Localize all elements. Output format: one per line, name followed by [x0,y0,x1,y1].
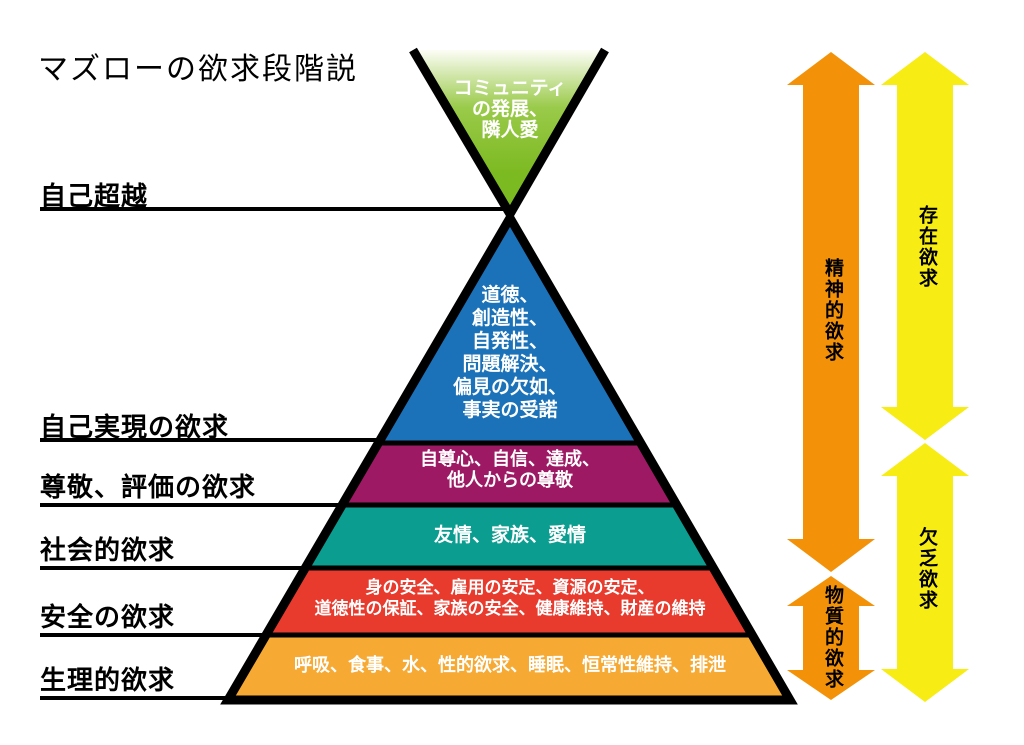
text-line: 問題解決、 [462,353,558,375]
text-line: 自尊心、自信、達成、 [420,449,600,470]
level-band-self-transcendence [413,50,605,214]
text-line: コミュニティ [453,77,567,99]
text-line: 身の安全、雇用の安定、資源の安定、 [365,578,655,598]
text-line: 事実の受諾 [462,399,558,421]
text-line: 偏見の欠如、 [452,376,567,398]
level-text-self-transcendence: コミュニティ の発展、 隣人愛 [410,78,610,141]
level-text-safety: 身の安全、雇用の安定、資源の安定、 道徳性の保証、家族の安全、健康維持、財産の維… [270,578,750,620]
level-text-social: 友情、家族、愛情 [335,524,685,546]
text-line: 道徳、 [481,284,539,306]
left-label-self-transcendence: 自己超越 [40,182,149,212]
arrow-label-mental-needs: 精神的欲求 [822,258,844,363]
text-line: 創造性、 [471,307,548,329]
inverted-triangle-right-edge [506,47,609,217]
text-line: 隣人愛 [481,119,539,141]
text-line: 他人からの尊敬 [447,470,573,491]
arrow-being-needs [881,52,969,440]
arrow-label-being-needs: 存在欲求 [916,205,938,289]
left-label-safety: 安全の欲求 [40,603,176,633]
text-line: 友情、家族、愛情 [433,524,586,546]
arrow-label-deficiency-needs: 欠乏欲求 [916,527,938,611]
arrow-label-material-needs: 物質的欲求 [822,585,844,690]
arrow-material-needs [787,576,875,700]
left-label-self-actualization: 自己実現の欲求 [40,413,230,443]
pyramid-outline [220,209,798,705]
text-line: 自発性、 [471,330,548,352]
left-label-physiological: 生理的欲求 [40,666,176,696]
arrow-mental-needs [787,52,875,572]
text-line: の発展、 [471,98,548,120]
level-text-physiological: 呼吸、食事、水、性的欲求、睡眠、恒常性維持、排泄 [240,655,780,677]
level-text-self-actualization: 道徳、 創造性、 自発性、 問題解決、 偏見の欠如、 事実の受諾 [360,284,660,422]
arrow-deficiency-needs [881,443,969,702]
inverted-triangle-left-edge [409,47,514,217]
left-label-social: 社会的欲求 [40,536,176,566]
level-text-esteem: 自尊心、自信、達成、 他人からの尊敬 [335,449,685,491]
diagram-title: マズローの欲求段階説 [38,52,358,87]
text-line: 道徳性の保証、家族の安全、健康維持、財産の維持 [314,599,706,619]
left-label-esteem: 尊敬、評価の欲求 [40,473,257,503]
text-line: 呼吸、食事、水、性的欲求、睡眠、恒常性維持、排泄 [294,655,726,676]
